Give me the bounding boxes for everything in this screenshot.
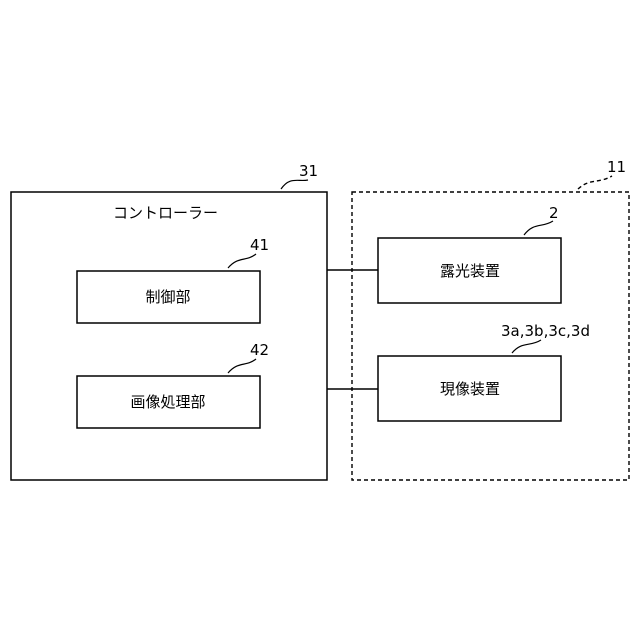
controller-title: コントローラー — [113, 204, 218, 222]
system-ref-label: 11 — [607, 158, 626, 176]
image-processing-unit-leader-line — [228, 359, 256, 373]
control-unit-leader-line — [228, 254, 256, 268]
controller-leader-line — [281, 180, 308, 189]
controller-ref-label: 31 — [299, 162, 318, 180]
exposure-device-label: 露光装置 — [440, 262, 500, 280]
development-device-ref-label: 3a,3b,3c,3d — [501, 322, 590, 340]
system-leader-line — [578, 176, 612, 189]
control-unit-label: 制御部 — [145, 288, 190, 306]
development-device-label: 現像装置 — [440, 380, 500, 398]
exposure-device-leader-line — [524, 221, 553, 235]
image-processing-unit-label: 画像処理部 — [130, 393, 205, 411]
image-processing-unit-ref-label: 42 — [250, 341, 269, 359]
controller-box — [11, 192, 327, 480]
development-device-leader-line — [512, 340, 541, 353]
control-unit-ref-label: 41 — [250, 236, 269, 254]
exposure-device-ref-label: 2 — [549, 204, 559, 222]
